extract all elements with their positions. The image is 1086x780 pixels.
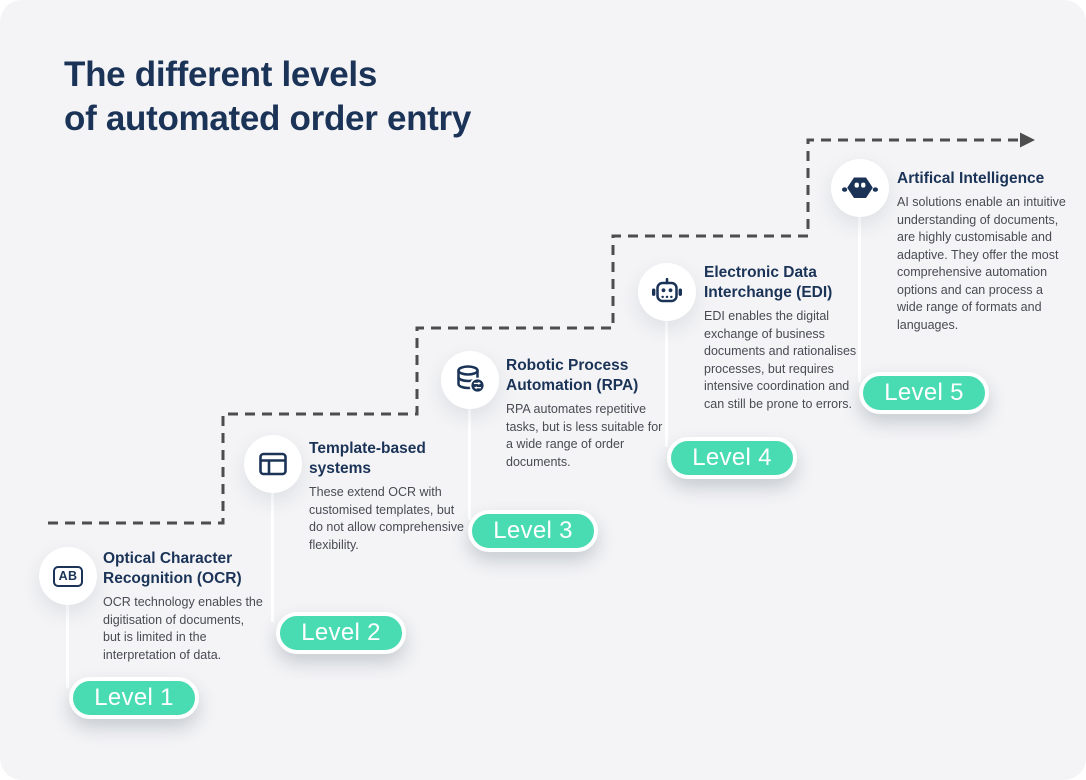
level2-description: These extend OCR with customised templat… — [309, 485, 464, 552]
page-title: The different levels of automated order … — [64, 53, 471, 141]
page-title-line1: The different levels — [64, 55, 377, 95]
robot-head-icon — [652, 277, 682, 303]
level3-badge-label: Level 3 — [493, 517, 573, 544]
database-sync-icon — [457, 365, 486, 394]
ocr-ab-icon: AB — [52, 565, 84, 587]
level3-description: RPA automates repetitive tasks, but is l… — [506, 402, 663, 469]
connector-line — [271, 464, 274, 622]
level3-badge: Level 3 — [468, 510, 598, 552]
level4-title: Electronic Data Interchange (EDI) — [704, 264, 833, 301]
level5-icon-circle — [831, 159, 889, 217]
page-title-line2: of automated order entry — [64, 99, 472, 139]
level1-text: Optical Character Recognition (OCR) OCR … — [103, 549, 263, 664]
level4-description: EDI enables the digital exchange of busi… — [704, 309, 857, 411]
level3-title: Robotic Process Automation (RPA) — [506, 357, 639, 394]
level2-badge: Level 2 — [276, 612, 406, 654]
arrowhead-icon — [1020, 132, 1035, 148]
level1-description: OCR technology enables the digitisation … — [103, 595, 263, 662]
level5-description: AI solutions enable an intuitive underst… — [897, 195, 1066, 332]
level2-title: Template-based systems — [309, 440, 426, 477]
level3-text: Robotic Process Automation (RPA) RPA aut… — [506, 356, 666, 471]
level2-icon-circle — [244, 435, 302, 493]
connector-line — [858, 188, 861, 382]
level4-text: Electronic Data Interchange (EDI) EDI en… — [704, 263, 870, 413]
template-layout-icon — [259, 452, 287, 476]
level5-title: Artifical Intelligence — [897, 170, 1045, 187]
level1-icon-circle: AB — [39, 547, 97, 605]
level5-badge-label: Level 5 — [884, 379, 964, 406]
level5-badge: Level 5 — [859, 372, 989, 414]
level3-icon-circle — [441, 351, 499, 409]
level1-badge: Level 1 — [69, 677, 199, 719]
ai-hexagon-icon — [842, 177, 878, 198]
level2-text: Template-based systems These extend OCR … — [309, 439, 469, 554]
level5-text: Artifical Intelligence AI solutions enab… — [897, 169, 1069, 334]
connector-line — [66, 576, 69, 688]
level2-badge-label: Level 2 — [301, 619, 381, 646]
level1-badge-label: Level 1 — [94, 684, 174, 711]
level1-title: Optical Character Recognition (OCR) — [103, 550, 242, 587]
connector-line — [665, 292, 668, 447]
level4-icon-circle — [638, 263, 696, 321]
connector-line — [468, 380, 471, 520]
level4-badge-label: Level 4 — [692, 444, 772, 471]
level4-badge: Level 4 — [667, 437, 797, 479]
